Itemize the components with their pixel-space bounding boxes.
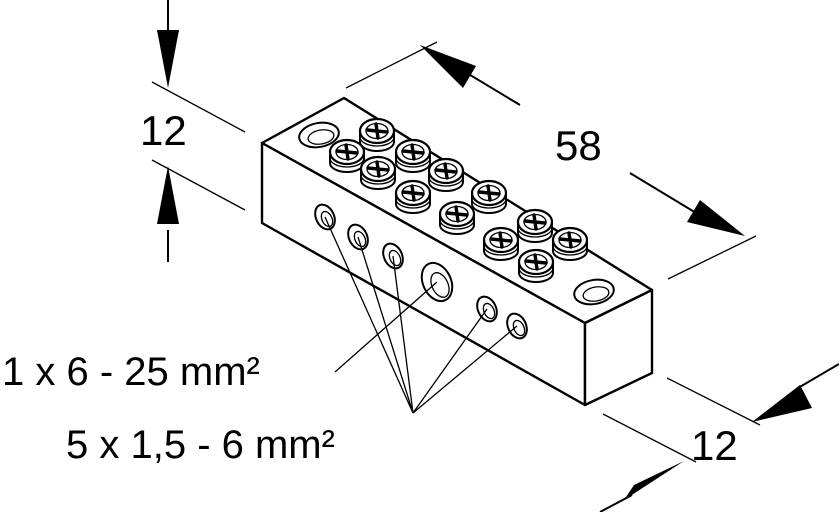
wire-hole-large xyxy=(420,261,454,303)
screw xyxy=(359,155,397,190)
dimension-width-label: 12 xyxy=(691,422,738,469)
dimension-width: 12 xyxy=(599,363,839,512)
arrowhead xyxy=(420,45,476,88)
screw xyxy=(517,248,555,283)
screw xyxy=(427,157,465,192)
wire-hole-small xyxy=(382,242,404,270)
mounting-hole-right xyxy=(573,278,615,306)
screw xyxy=(551,226,589,261)
dimension-length-label: 58 xyxy=(555,122,602,169)
wire-hole-small xyxy=(506,312,528,340)
screw xyxy=(470,179,508,214)
small-holes-label: 5 x 1,5 - 6 mm² xyxy=(66,423,335,467)
block-end-face xyxy=(583,288,654,407)
arrowhead xyxy=(752,385,812,422)
leader-small-hole xyxy=(392,255,414,414)
wire-hole-small xyxy=(347,223,369,251)
arrowhead xyxy=(157,30,179,88)
leader-small-hole xyxy=(412,325,518,414)
screw xyxy=(328,138,366,173)
leader-lines xyxy=(324,216,518,414)
screw xyxy=(438,200,476,235)
screw xyxy=(516,208,554,243)
mounting-hole-left xyxy=(298,121,340,149)
dimension-length: 58 xyxy=(345,41,757,280)
mounting-holes xyxy=(298,121,615,306)
leader-small-hole xyxy=(412,308,488,414)
large-hole-label: 1 x 6 - 25 mm² xyxy=(2,350,260,394)
screw xyxy=(394,138,432,173)
wire-holes xyxy=(314,203,528,340)
arrowhead xyxy=(157,166,179,224)
screw xyxy=(394,179,432,214)
leader-small-hole xyxy=(324,216,414,414)
screw xyxy=(358,117,396,152)
screw xyxy=(482,226,520,261)
dimension-height: 12 xyxy=(140,0,246,262)
arrowhead xyxy=(624,461,684,500)
arrowhead xyxy=(687,200,745,236)
leader-small-hole xyxy=(357,236,414,414)
screw-group xyxy=(328,117,589,283)
dimension-height-label: 12 xyxy=(140,107,187,154)
